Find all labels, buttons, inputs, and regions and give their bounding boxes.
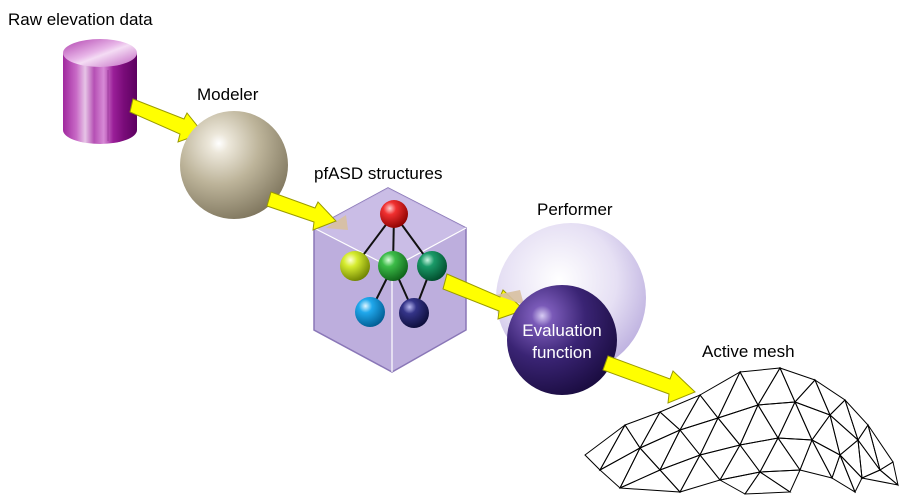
- mesh-triangle: [719, 444, 761, 481]
- mesh-triangle: [860, 469, 899, 486]
- mesh-triangle: [799, 438, 833, 479]
- node-navy: [399, 298, 429, 328]
- mesh-triangle: [699, 417, 741, 456]
- arrow-to-pfasd: [266, 191, 337, 231]
- node-teal: [417, 251, 447, 281]
- mesh-triangle: [879, 461, 899, 487]
- mesh-triangle: [718, 471, 762, 495]
- performer-label: Performer: [537, 200, 613, 219]
- node-lime: [340, 251, 370, 281]
- mesh-triangle: [867, 424, 894, 471]
- mesh-triangle: [699, 370, 742, 419]
- mesh-triangle: [844, 399, 869, 442]
- mesh-triangle: [744, 471, 792, 495]
- pfasd-label: pfASD structures: [314, 164, 443, 183]
- mesh-triangle: [757, 366, 796, 406]
- mesh-triangle: [857, 423, 881, 471]
- mesh-triangle: [659, 454, 702, 493]
- mesh-triangle: [639, 428, 682, 471]
- mesh-triangle: [739, 437, 779, 473]
- mesh-triangle: [829, 413, 859, 456]
- evaluation-sphere: [507, 285, 617, 395]
- mesh-triangle: [699, 444, 742, 481]
- evaluation-label-line2: function: [532, 343, 592, 362]
- mesh-triangle: [831, 453, 857, 494]
- evaluation-label-line1: Evaluation: [522, 321, 602, 340]
- mesh-triangle: [758, 469, 801, 493]
- mesh-triangle: [777, 400, 813, 441]
- mesh-triangle: [618, 447, 661, 490]
- mesh-triangle: [813, 378, 846, 416]
- node-cyan: [355, 297, 385, 327]
- evaluation-label: Evaluation function: [502, 320, 622, 364]
- mesh-triangle: [584, 424, 626, 471]
- node-red: [380, 200, 408, 228]
- mesh-triangle: [779, 367, 816, 403]
- active-mesh-label: Active mesh: [702, 342, 795, 361]
- mesh-triangle: [739, 367, 781, 407]
- mesh-triangle: [829, 399, 860, 442]
- mesh-triangle: [810, 438, 841, 480]
- mesh-triangle: [679, 417, 719, 456]
- raw-elevation-label: Raw elevation data: [8, 10, 153, 29]
- mesh-triangle: [598, 424, 641, 472]
- mesh-triangle: [839, 454, 863, 494]
- arrow-to-mesh: [602, 355, 696, 404]
- modeler-sphere: [180, 111, 288, 219]
- mesh-triangle: [659, 393, 702, 431]
- active-mesh: [584, 366, 899, 495]
- mesh-triangle: [717, 404, 759, 446]
- modeler-label: Modeler: [197, 85, 259, 104]
- mesh-triangle: [794, 379, 831, 416]
- mesh-triangle: [757, 401, 796, 440]
- mesh-triangle: [678, 394, 719, 431]
- mesh-triangle: [794, 401, 831, 441]
- mesh-triangle: [759, 437, 801, 473]
- raw-data-cylinder: [63, 39, 137, 144]
- node-green: [378, 251, 408, 281]
- mesh-triangle: [619, 469, 682, 493]
